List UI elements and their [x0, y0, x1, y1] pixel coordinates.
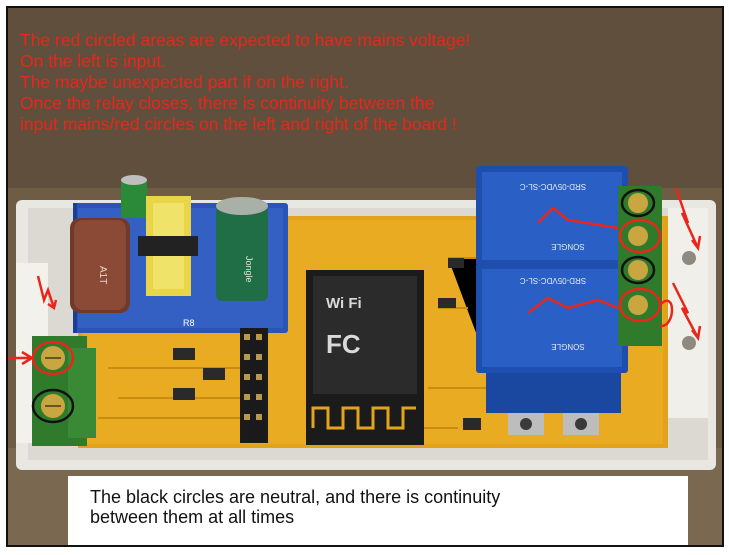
small-capacitor — [121, 175, 147, 218]
circuit-board-photo: A1T Jongle R8 — [6, 6, 724, 547]
top-annotation-line: input mains/red circles on the left and … — [20, 114, 457, 134]
relay-bottom-model: SRD-05VDC-SL-C — [520, 276, 586, 285]
top-annotation-line: The maybe unexpected part if on the righ… — [20, 72, 349, 92]
inductor: A1T — [70, 218, 130, 313]
esp-module: Wi Fi FC — [306, 270, 424, 445]
top-annotation-line: On the left is input. — [20, 51, 166, 71]
relay-bottom-brand: SONGLE — [551, 342, 584, 351]
terminal-block-left — [32, 336, 96, 446]
neutral-markers — [31, 188, 656, 424]
fcc-mark: FC — [326, 329, 361, 359]
mains-voltage-markers — [8, 187, 702, 376]
top-annotation: The red circled areas are expected to ha… — [20, 30, 700, 135]
electrolytic-capacitor: Jongle — [216, 197, 268, 301]
transformer — [138, 196, 198, 296]
top-annotation-line: The red circled areas are expected to ha… — [20, 30, 471, 50]
relay-top-model: SRD-05VDC-SL-C — [520, 182, 586, 191]
resistor-label: R8 — [183, 318, 195, 328]
relay-bottom: SRD-05VDC-SL-C SONGLE — [476, 263, 628, 413]
bottom-annotation-line: The black circles are neutral, and there… — [90, 487, 501, 507]
relay-top-brand: SONGLE — [551, 242, 584, 251]
pin-header — [240, 328, 268, 443]
smd-components — [173, 258, 599, 435]
bottom-annotation-line: between them at all times — [90, 507, 295, 527]
bottom-caption-background — [68, 476, 688, 545]
top-annotation-line: Once the relay closes, there is continui… — [20, 93, 435, 113]
inductor-code: A1T — [97, 266, 108, 284]
bottom-annotation: The black circles are neutral, and there… — [90, 487, 690, 527]
wifi-logo: Wi Fi — [326, 295, 362, 312]
relay-top: SRD-05VDC-SL-C SONGLE — [476, 166, 628, 266]
capacitor-brand: Jongle — [244, 256, 254, 283]
photo-illustration: A1T Jongle R8 — [8, 8, 722, 545]
